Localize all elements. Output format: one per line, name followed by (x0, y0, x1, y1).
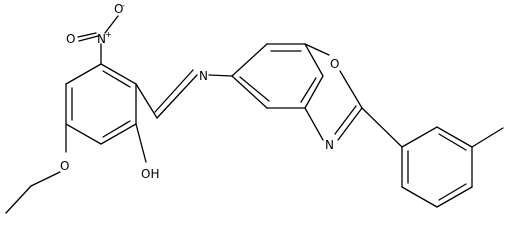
bond (100, 123, 137, 145)
bond (156, 74, 198, 119)
bond (78, 35, 99, 42)
bond (304, 43, 330, 56)
bond (337, 107, 363, 141)
bond (339, 70, 363, 109)
imine-linker (135, 69, 233, 119)
bond (65, 63, 102, 85)
bond (102, 70, 131, 88)
oxazole-nitrogen: N (325, 138, 334, 152)
phenol-ring (65, 63, 137, 145)
hydroxyl-label: OH (141, 167, 159, 181)
atom-labels: O - O N + N O N OH O (60, 1, 339, 181)
bond (304, 43, 324, 77)
bond (401, 186, 438, 208)
bond (231, 43, 268, 77)
bond (438, 183, 467, 201)
bond (135, 123, 147, 163)
bond (208, 74, 233, 77)
bond (401, 126, 438, 148)
bond (100, 63, 137, 85)
ethoxy-oxygen: O (60, 159, 69, 173)
bond (102, 120, 131, 138)
hydroxyl-group (135, 123, 147, 163)
nitro-nitrogen: N (97, 32, 106, 46)
bond (239, 76, 270, 102)
ethoxy-group (5, 123, 67, 214)
nitro-oxygen-charge: - (122, 1, 125, 10)
bond (77, 32, 97, 38)
bond (154, 69, 194, 113)
nitro-oxygen-top: O (114, 2, 123, 16)
nitro-nitrogen-charge: + (105, 30, 112, 39)
bond (436, 126, 473, 148)
imine-nitrogen: N (199, 69, 208, 83)
oxazole-ring (304, 43, 363, 141)
bond (5, 185, 32, 214)
bond (104, 15, 119, 34)
bond (361, 107, 403, 148)
benzoxazole-benzene-ring (231, 43, 324, 109)
bond (30, 171, 61, 187)
bond (135, 83, 158, 119)
bond (436, 186, 473, 208)
bond (300, 77, 317, 103)
nitro-group (77, 15, 119, 65)
bond (471, 127, 504, 148)
bond (304, 107, 324, 141)
bond (65, 123, 102, 145)
chemical-structure-diagram: O - O N + N O N OH O (5, 1, 504, 214)
tolyl-ring (361, 107, 504, 208)
bond (334, 105, 357, 135)
bond (438, 133, 467, 151)
bond (231, 75, 268, 109)
bond (304, 75, 324, 109)
oxazole-oxygen: O (330, 57, 339, 71)
nitro-oxygen-left: O (66, 32, 75, 46)
